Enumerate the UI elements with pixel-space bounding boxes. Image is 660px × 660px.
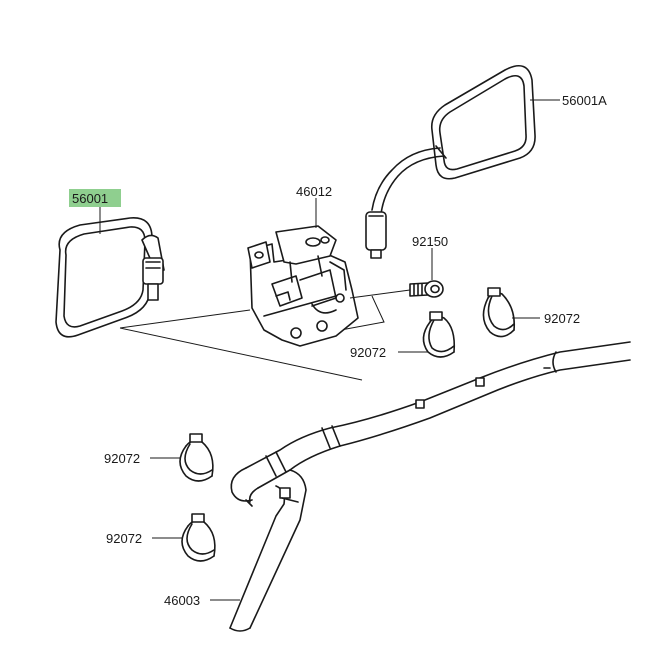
bolt[interactable] [349,280,444,299]
label-92072-lower-2[interactable]: 92072 [106,531,142,546]
leader-lines [99,99,560,601]
clamp-upper-mid[interactable] [422,311,456,358]
label-56001A[interactable]: 56001A [562,93,607,108]
mirror-bracket[interactable] [119,225,385,381]
handlebar[interactable] [229,341,631,632]
label-92072-upper-right[interactable]: 92072 [544,311,580,326]
right-mirror[interactable] [365,64,536,259]
left-mirror[interactable] [55,217,165,338]
clamp-lower-1[interactable] [179,433,214,482]
label-92150[interactable]: 92150 [412,234,448,249]
label-56001[interactable]: 56001 [69,189,121,207]
clamp-upper-right[interactable] [482,287,516,338]
clamp-lower-2[interactable] [181,513,216,562]
label-highlight [69,189,121,207]
label-92072-upper-left[interactable]: 92072 [350,345,386,360]
label-46003[interactable]: 46003 [164,593,200,608]
label-46012[interactable]: 46012 [296,184,332,199]
label-56001-text: 56001 [72,191,108,206]
label-92072-lower-1[interactable]: 92072 [104,451,140,466]
